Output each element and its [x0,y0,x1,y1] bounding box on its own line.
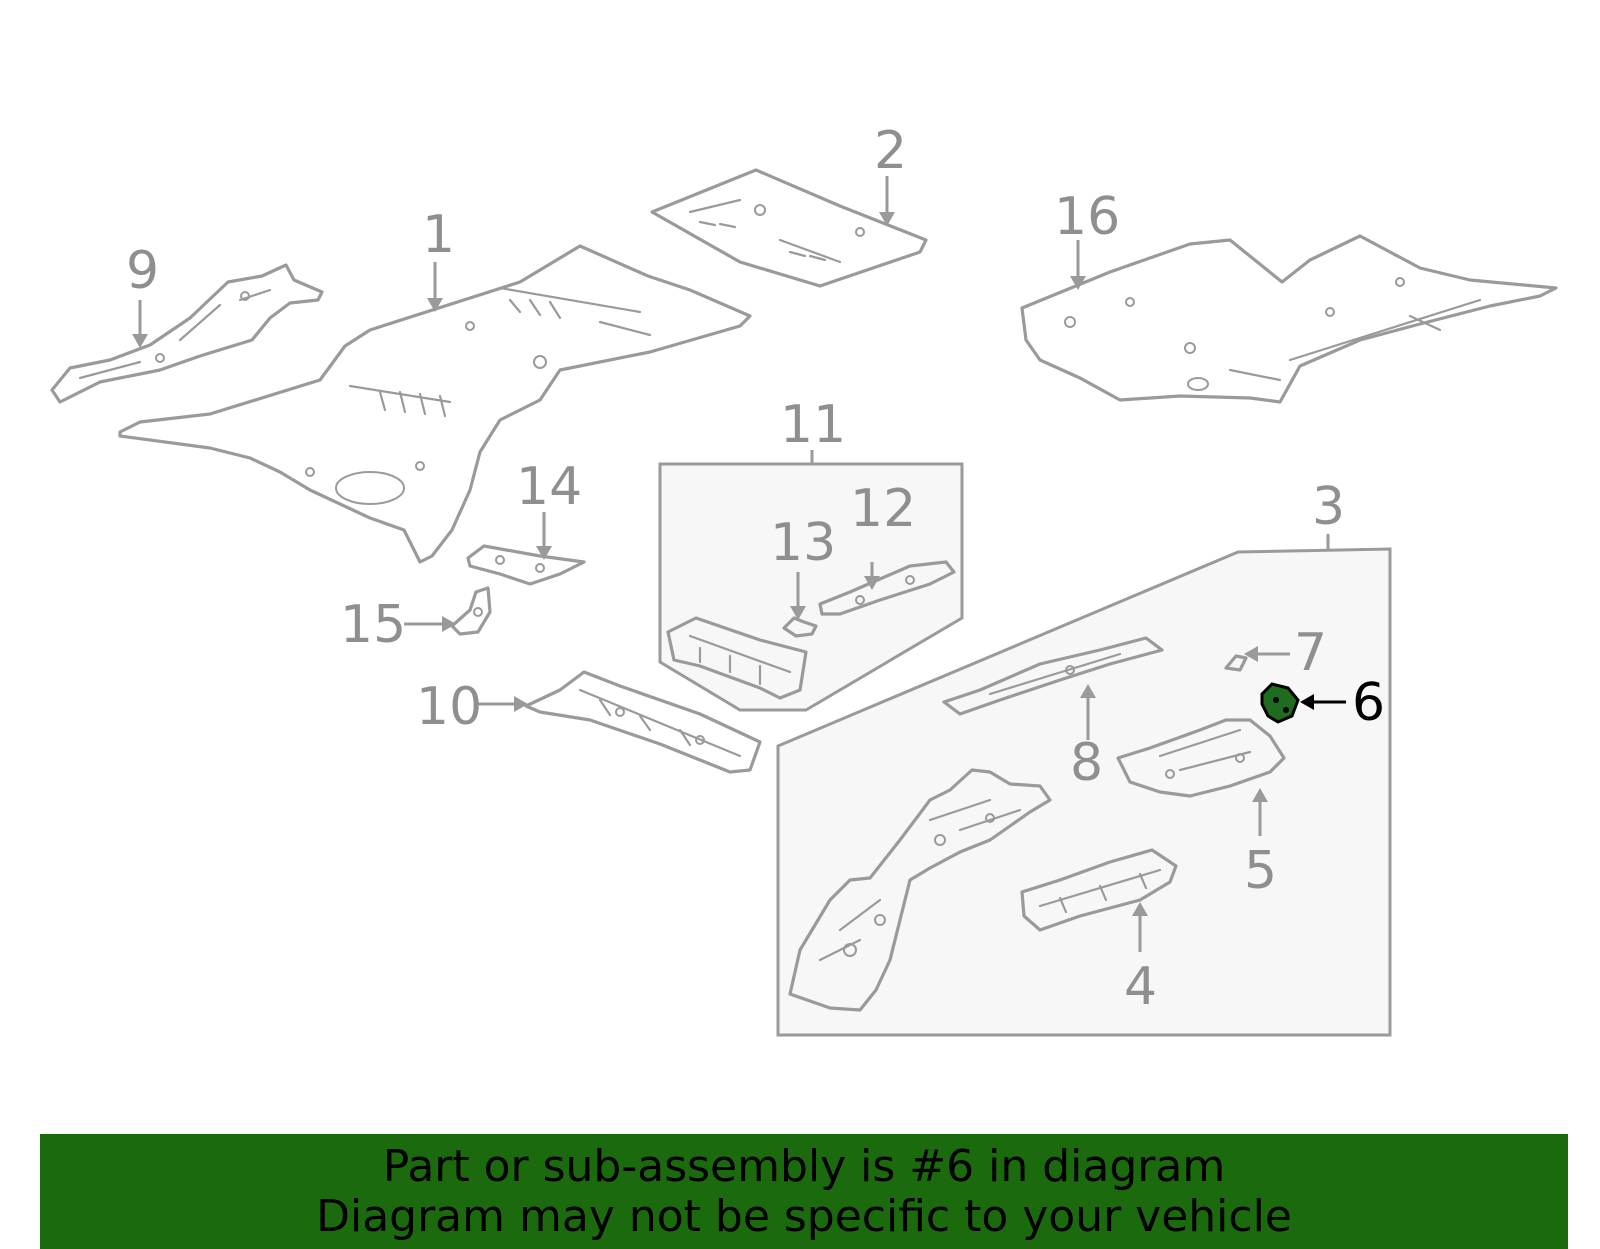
part-15[interactable] [450,586,492,636]
callout-14[interactable]: 14 [516,457,582,517]
part-13[interactable] [782,616,818,638]
banner-line-part: Part or sub-assembly is #6 in diagram [382,1141,1226,1192]
callout-13[interactable]: 13 [770,513,836,573]
part-2[interactable] [650,168,928,288]
callout-12[interactable]: 12 [850,479,916,539]
part-9[interactable] [50,263,324,404]
group-box-11 [658,462,964,712]
part-12[interactable] [818,560,956,616]
part-16[interactable] [1020,234,1558,404]
info-banner: Part or sub-assembly is #6 in diagram Di… [40,1134,1568,1249]
part-6[interactable] [1260,682,1300,724]
part-8[interactable] [942,636,1164,716]
part-4[interactable] [1020,848,1178,932]
callout-8[interactable]: 8 [1070,733,1103,793]
callout-9[interactable]: 9 [126,241,159,301]
callout-3[interactable]: 3 [1312,477,1345,537]
callout-11[interactable]: 11 [780,395,846,455]
callout-10[interactable]: 10 [416,677,482,737]
banner-line-disclaimer: Diagram may not be specific to your vehi… [316,1191,1292,1242]
part-7[interactable] [1224,654,1248,672]
callout-2[interactable]: 2 [874,121,907,181]
callout-1[interactable]: 1 [422,205,455,265]
part-11-crossmember[interactable] [666,616,808,700]
callout-15[interactable]: 15 [340,595,406,655]
callout-16[interactable]: 16 [1054,187,1120,247]
part-14[interactable] [466,544,586,586]
callout-5[interactable]: 5 [1244,841,1277,901]
callout-4[interactable]: 4 [1124,957,1157,1017]
leader-lines [132,176,1346,952]
part-10[interactable] [524,670,762,774]
callout-6[interactable]: 6 [1352,673,1385,733]
part-3[interactable] [788,768,1052,1012]
part-5[interactable] [1116,718,1286,798]
part-1[interactable] [118,244,752,564]
callout-7[interactable]: 7 [1294,623,1327,683]
